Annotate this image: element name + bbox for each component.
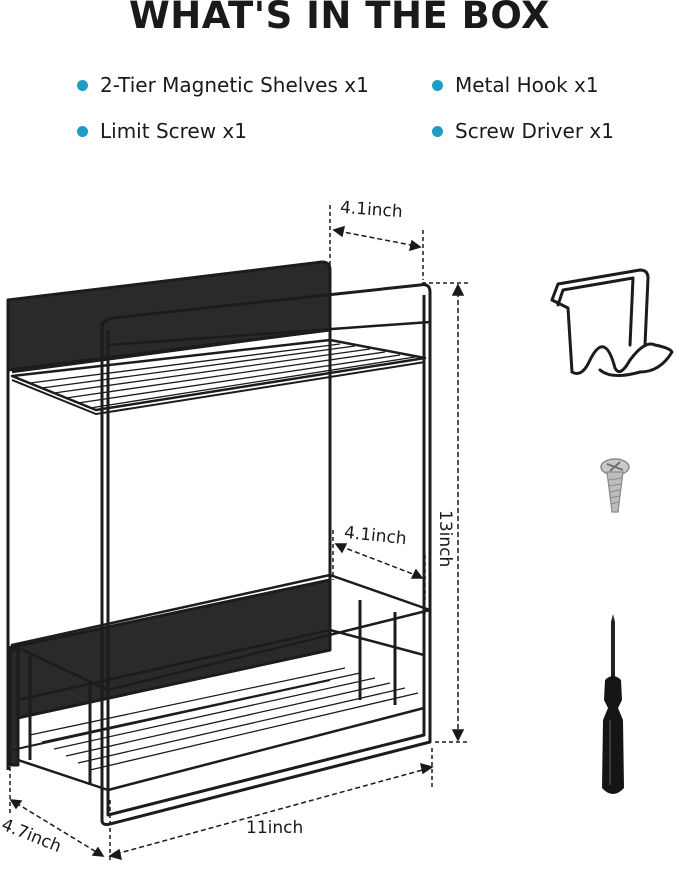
screw-driver-icon (602, 614, 624, 794)
shelf-rack-icon (6, 260, 432, 826)
item-label: 2-Tier Magnetic Shelves x1 (100, 73, 369, 97)
length-label: 11inch (246, 818, 304, 838)
metal-hook-icon (550, 268, 674, 377)
item-label: Limit Screw x1 (100, 119, 247, 143)
bullet-dot-icon (77, 79, 88, 91)
item-label: Screw Driver x1 (455, 119, 614, 143)
top-width-label: 4.1inch (339, 197, 404, 223)
limit-screw-icon (600, 458, 630, 513)
list-item: 2-Tier Magnetic Shelves x1 (77, 73, 369, 97)
bullet-dot-icon (432, 79, 443, 91)
dimension-lines (9, 205, 470, 861)
list-item: Screw Driver x1 (432, 119, 614, 143)
bullet-dot-icon (77, 125, 88, 137)
list-item: Metal Hook x1 (432, 73, 599, 97)
height-label: 13inch (435, 510, 455, 568)
page-title: WHAT'S IN THE BOX (129, 0, 550, 37)
item-label: Metal Hook x1 (455, 73, 599, 97)
bullet-dot-icon (432, 125, 443, 137)
list-item: Limit Screw x1 (77, 119, 247, 143)
